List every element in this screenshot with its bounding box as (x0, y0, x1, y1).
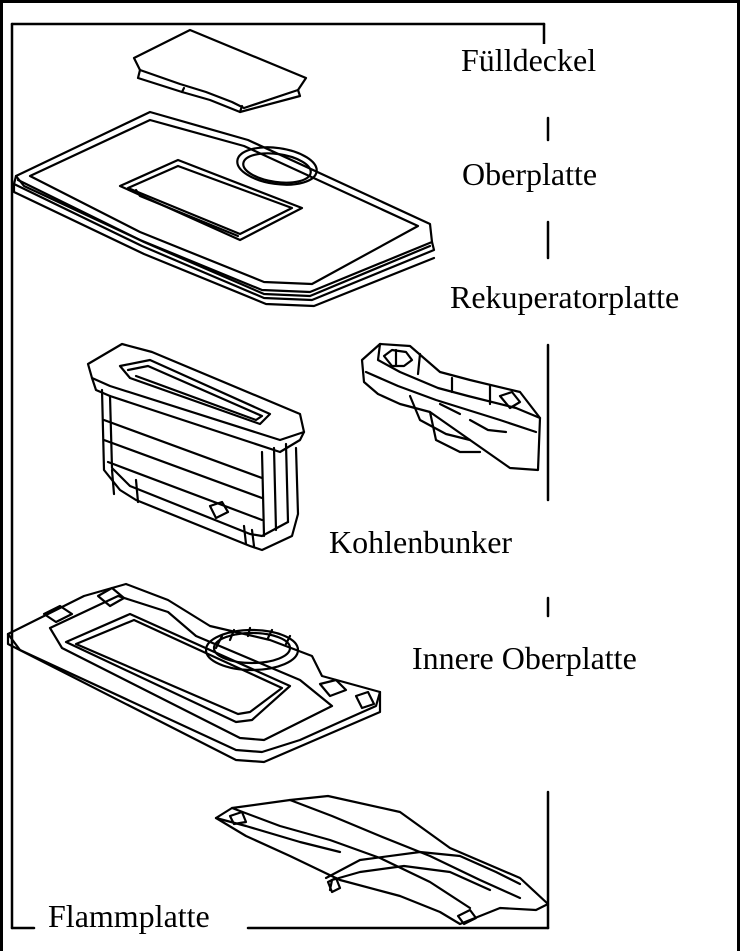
label-oberplatte: Oberplatte (458, 158, 602, 190)
fuelldeckel-part (132, 28, 308, 114)
inner-frame-lines (10, 22, 550, 930)
innere-oberplatte-part (6, 582, 382, 764)
kohlenbunker-part (86, 342, 306, 552)
label-rekuperatorplatte: Rekuperatorplatte (446, 281, 684, 313)
label-flammplatte: Flammplatte (44, 900, 214, 932)
label-fuelldeckel: Fülldeckel (457, 44, 601, 76)
rekuperatorplatte-part (360, 342, 542, 472)
flammplatte-part (214, 794, 550, 926)
label-innere-oberplatte: Innere Oberplatte (408, 642, 641, 674)
label-kohlenbunker: Kohlenbunker (325, 526, 517, 558)
oberplatte-part (12, 110, 436, 308)
